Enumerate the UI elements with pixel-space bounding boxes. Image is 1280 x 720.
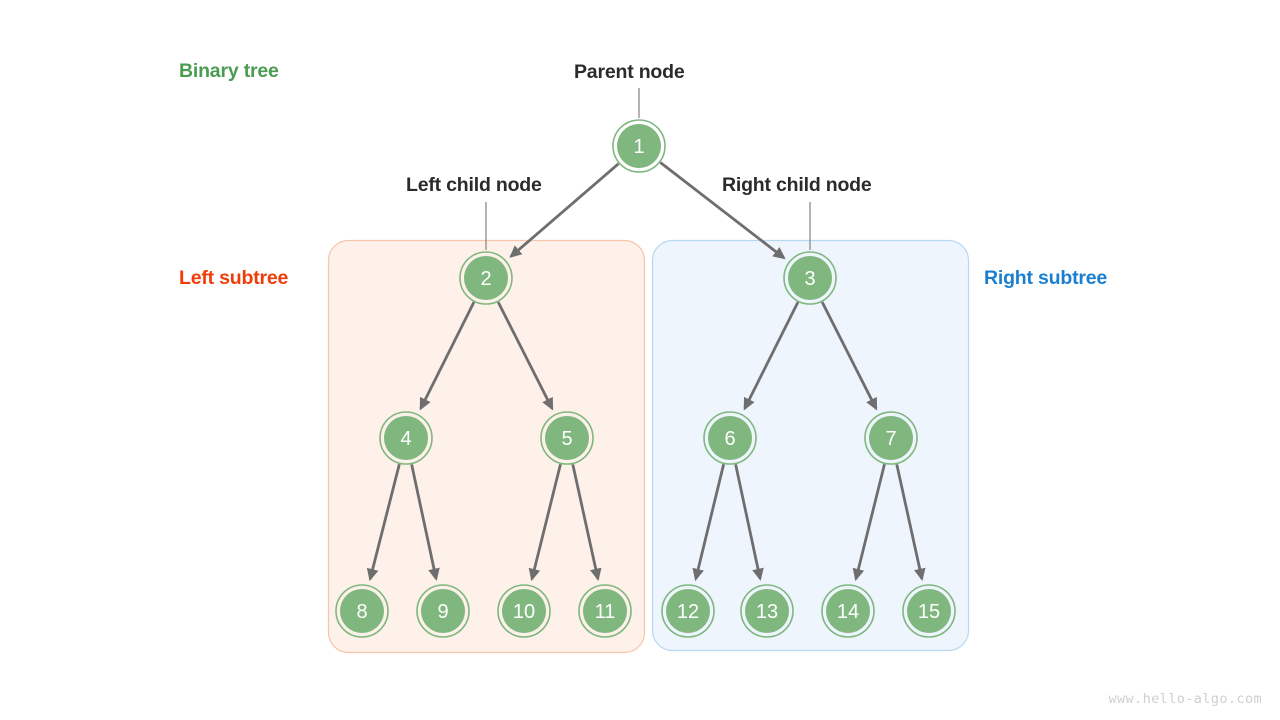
node-outer-ring (902, 584, 956, 638)
node-value: 4 (400, 428, 411, 450)
tree-node-10: 10 (497, 584, 551, 638)
tree-node-12: 12 (661, 584, 715, 638)
node-outer-ring (740, 584, 794, 638)
node-value: 11 (595, 601, 616, 623)
node-circle (464, 256, 508, 300)
node-value: 1 (633, 136, 644, 158)
node-outer-ring (783, 251, 837, 305)
tree-node-1: 1 (612, 119, 666, 173)
annotation-right-child-node: Right child node (722, 174, 872, 196)
edge-6-to-12 (692, 463, 725, 582)
node-value: 3 (804, 268, 815, 290)
label-left-subtree: Left subtree (179, 267, 289, 289)
subtree-regions (327, 239, 970, 654)
tree-node-5: 5 (540, 411, 594, 465)
node-outer-ring (703, 411, 757, 465)
node-outer-ring (578, 584, 632, 638)
diagram-title: Binary tree (179, 60, 279, 82)
edge-2-to-4 (419, 301, 476, 411)
node-circle (708, 416, 752, 460)
node-value: 9 (437, 601, 448, 623)
node-circle (907, 589, 951, 633)
node-value: 7 (885, 428, 896, 450)
edge-5-to-11 (571, 464, 602, 581)
edge-7-to-14 (852, 463, 886, 582)
tree-node-14: 14 (821, 584, 875, 638)
node-outer-ring (497, 584, 551, 638)
node-circle (545, 416, 589, 460)
label-right-subtree: Right subtree (984, 267, 1108, 289)
node-circle (502, 589, 546, 633)
tree-node-8: 8 (335, 584, 389, 638)
tree-node-3: 3 (783, 251, 837, 305)
annotation-pointer-lines (485, 88, 811, 250)
node-value: 8 (356, 601, 367, 623)
node-value: 14 (837, 601, 859, 623)
edge-6-to-13 (734, 464, 764, 581)
tree-node-11: 11 (578, 584, 632, 638)
node-outer-ring (661, 584, 715, 638)
node-circle (788, 256, 832, 300)
node-circle (421, 589, 465, 633)
node-circle (666, 589, 710, 633)
edge-4-to-8 (366, 463, 401, 582)
edge-7-to-15 (895, 464, 926, 581)
node-value: 6 (724, 428, 735, 450)
edge-3-to-7 (820, 301, 878, 411)
node-value: 5 (561, 428, 572, 450)
tree-node-9: 9 (416, 584, 470, 638)
node-value: 13 (756, 601, 778, 623)
edge-4-to-9 (410, 464, 440, 581)
edge-5-to-10 (528, 463, 562, 582)
node-outer-ring (540, 411, 594, 465)
node-circle (869, 416, 913, 460)
node-circle (745, 589, 789, 633)
node-circle (340, 589, 384, 633)
tree-node-6: 6 (703, 411, 757, 465)
tree-edges (366, 161, 926, 582)
node-value: 15 (918, 601, 940, 623)
edge-2-to-5 (496, 301, 554, 411)
node-value: 10 (513, 601, 535, 623)
node-value: 2 (480, 268, 491, 290)
node-outer-ring (612, 119, 666, 173)
node-circle (583, 589, 627, 633)
node-circle (384, 416, 428, 460)
tree-node-13: 13 (740, 584, 794, 638)
node-outer-ring (459, 251, 513, 305)
node-circle (617, 124, 661, 168)
tree-node-4: 4 (379, 411, 433, 465)
tree-node-2: 2 (459, 251, 513, 305)
edge-1-to-2 (509, 162, 620, 258)
annotation-left-child-node: Left child node (406, 174, 542, 196)
tree-node-15: 15 (902, 584, 956, 638)
edge-3-to-6 (743, 301, 800, 411)
node-outer-ring (416, 584, 470, 638)
node-outer-ring (864, 411, 918, 465)
node-value: 12 (677, 601, 699, 623)
node-circle (826, 589, 870, 633)
node-outer-ring (335, 584, 389, 638)
node-outer-ring (821, 584, 875, 638)
region-right-subtree (651, 239, 970, 652)
node-outer-ring (379, 411, 433, 465)
site-watermark: www.hello-algo.com (1108, 691, 1262, 707)
tree-node-7: 7 (864, 411, 918, 465)
annotation-parent-node: Parent node (574, 61, 685, 83)
edge-1-to-3 (659, 161, 786, 260)
